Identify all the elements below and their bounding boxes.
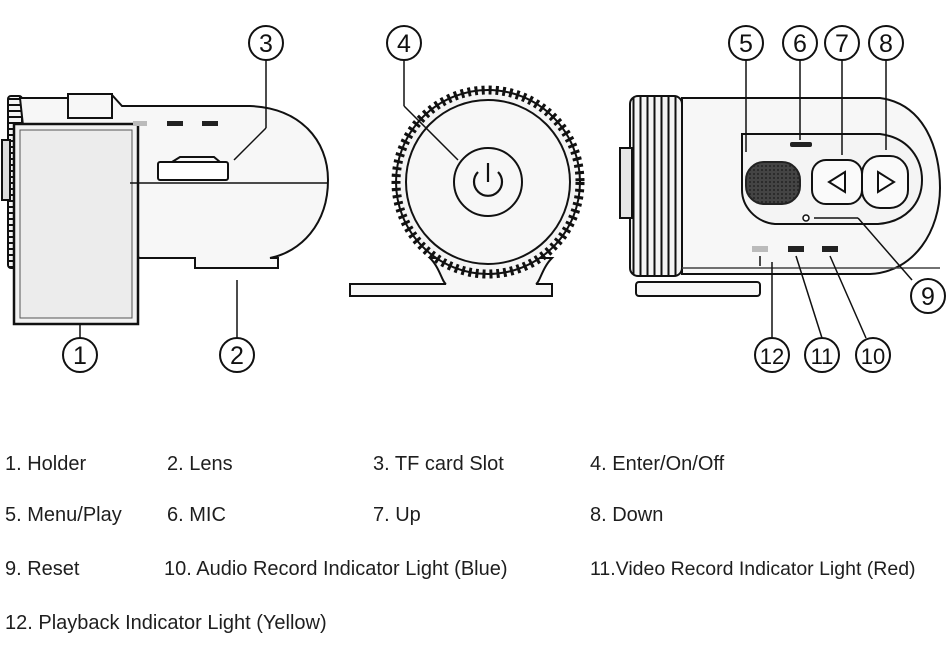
legend-item-1: 1. Holder <box>5 453 87 475</box>
audio-light <box>822 246 838 252</box>
video-light <box>788 246 804 252</box>
callouts: 1 2 3 4 5 6 7 8 9 12 11 10 <box>62 25 946 373</box>
callout-2: 2 <box>219 337 255 373</box>
back-view <box>619 60 942 339</box>
legend-item-10: 10. Audio Record Indicator Light (Blue) <box>164 558 508 580</box>
svg-text:7: 7 <box>835 30 849 58</box>
legend-item-8: 8. Down <box>590 504 664 526</box>
svg-text:12: 12 <box>760 344 784 369</box>
svg-text:11: 11 <box>811 344 834 369</box>
callout-10: 10 <box>855 337 891 373</box>
legend-item-9: 9. Reset <box>5 558 80 580</box>
reset-hole[interactable] <box>802 214 810 222</box>
legend-item-5: 5. Menu/Play <box>5 504 122 526</box>
svg-text:10: 10 <box>861 344 885 369</box>
callout-4: 4 <box>386 25 422 61</box>
legend-item-7: 7. Up <box>373 504 421 526</box>
svg-text:3: 3 <box>259 30 273 58</box>
svg-text:9: 9 <box>921 283 935 311</box>
side-view <box>1 60 330 338</box>
callout-9: 9 <box>910 278 946 314</box>
svg-text:4: 4 <box>397 30 411 58</box>
tf-card-slot <box>157 161 229 181</box>
callout-5: 5 <box>728 25 764 61</box>
front-view <box>349 60 585 297</box>
svg-text:8: 8 <box>879 30 893 58</box>
callout-7: 7 <box>824 25 860 61</box>
legend-item-2: 2. Lens <box>167 453 233 475</box>
device-diagram: 1 2 3 4 5 6 7 8 9 12 11 10 <box>1 25 946 373</box>
power-icon <box>472 163 504 197</box>
back-knurl-ring <box>629 95 683 277</box>
svg-text:5: 5 <box>739 30 753 58</box>
callout-6: 6 <box>782 25 818 61</box>
callout-3: 3 <box>248 25 284 61</box>
callout-8: 8 <box>868 25 904 61</box>
left-triangle-icon <box>827 170 846 194</box>
menu-play-button[interactable] <box>745 161 801 205</box>
legend-item-4: 4. Enter/On/Off <box>590 453 725 475</box>
callout-11: 11 <box>804 337 840 373</box>
callout-12: 12 <box>754 337 790 373</box>
callout-1: 1 <box>62 337 98 373</box>
legend-item-6: 6. MIC <box>167 504 226 526</box>
playback-light <box>752 246 768 252</box>
svg-text:2: 2 <box>230 342 244 370</box>
svg-text:6: 6 <box>793 30 807 58</box>
svg-text:1: 1 <box>73 342 87 370</box>
legend-item-11: 11.Video Record Indicator Light (Red) <box>590 558 916 580</box>
mic <box>790 142 812 147</box>
right-triangle-icon <box>877 170 896 194</box>
legend-item-3: 3. TF card Slot <box>373 453 504 475</box>
legend-item-12: 12. Playback Indicator Light (Yellow) <box>5 612 327 634</box>
